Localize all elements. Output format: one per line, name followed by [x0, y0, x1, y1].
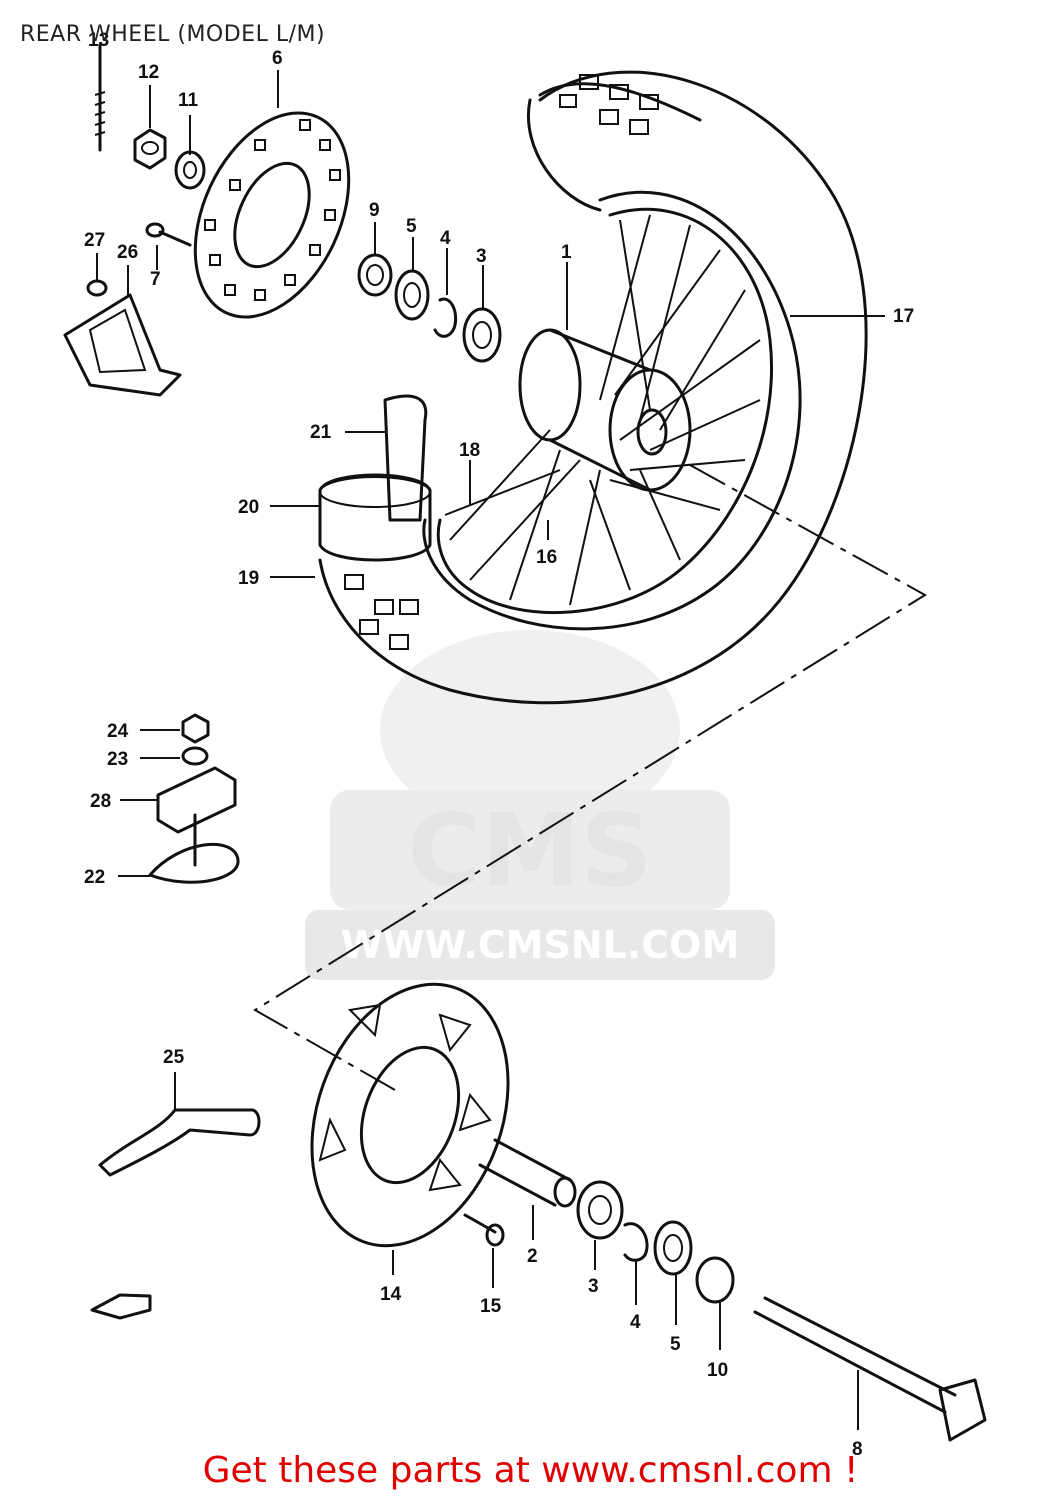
watermark-brand: CMS: [408, 792, 653, 909]
leader-lines: [96, 70, 885, 1430]
rim-lock-parts: [148, 713, 240, 884]
callout-3b: 3: [588, 1276, 599, 1297]
sprocket: [310, 982, 510, 1248]
callout-8: 8: [852, 1439, 863, 1460]
callout-10: 10: [707, 1360, 728, 1381]
wheel-rim: [436, 207, 774, 615]
callout-22: 22: [84, 867, 105, 888]
callout-23: 23: [107, 749, 128, 770]
chain-adjuster: [98, 1108, 261, 1177]
callout-19: 19: [238, 568, 259, 589]
axle: [753, 1296, 987, 1442]
callout-17: 17: [893, 306, 914, 327]
bolt-13: [94, 43, 106, 152]
callout-25: 25: [163, 1047, 185, 1068]
callout-28: 28: [90, 791, 111, 812]
rim-band: [383, 394, 428, 522]
bolt-27: [86, 279, 108, 297]
callout-24: 24: [107, 721, 129, 742]
callout-9: 9: [369, 200, 380, 221]
fwd-arrow: FWD: [90, 1293, 152, 1320]
callout-16: 16: [536, 547, 557, 568]
disc-guard-26: [63, 293, 182, 397]
spokes: [444, 214, 761, 606]
washer-11: [174, 150, 206, 190]
callout-27: 27: [84, 230, 105, 251]
callout-15: 15: [480, 1296, 502, 1317]
callout-2: 2: [527, 1246, 538, 1267]
page-title: REAR WHEEL (MODEL L/M): [20, 22, 326, 47]
footer-link[interactable]: Get these parts at www.cmsnl.com !: [202, 1450, 859, 1491]
callout-4a: 4: [440, 228, 451, 249]
callout-4b: 4: [630, 1312, 641, 1333]
hub: [518, 328, 692, 492]
callout-6: 6: [272, 48, 283, 69]
axle-spacer: [478, 1138, 577, 1208]
callout-13: 13: [88, 30, 109, 51]
callout-20: 20: [238, 497, 259, 518]
bearing-set-upper: [357, 253, 502, 363]
bearing-set-lower: [576, 1180, 735, 1304]
callout-labels: 13 12 11 6 27 26 7 9 5 4 3 1 17 21 18 20…: [84, 30, 914, 1460]
watermark: CMS WWW.CMSNL.COM: [305, 630, 775, 980]
callout-3a: 3: [476, 246, 487, 267]
callout-5b: 5: [670, 1334, 681, 1355]
callout-18: 18: [459, 440, 480, 461]
watermark-url: WWW.CMSNL.COM: [341, 923, 740, 967]
tyre: [318, 70, 868, 705]
sprocket-bolt: [463, 1213, 505, 1247]
callout-1: 1: [561, 242, 572, 263]
callout-12: 12: [138, 62, 159, 83]
bolt-7: [145, 222, 192, 247]
nut-12: [133, 128, 167, 170]
callout-26: 26: [117, 242, 138, 263]
callout-21: 21: [310, 422, 332, 443]
callout-5a: 5: [406, 216, 417, 237]
inner-tube: [318, 473, 432, 562]
callout-14: 14: [380, 1284, 402, 1305]
callout-7: 7: [150, 269, 161, 290]
brake-disc: [193, 111, 351, 319]
callout-11: 11: [178, 90, 199, 111]
fwd-label: FWD: [110, 1302, 135, 1314]
assembly-guide-lines: [253, 464, 927, 1091]
